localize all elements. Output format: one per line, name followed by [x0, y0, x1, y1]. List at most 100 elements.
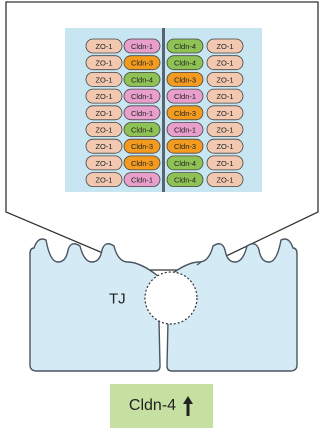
protein-pill-label: Cldn-1: [174, 92, 196, 101]
protein-pill-zo-1: ZO-1: [206, 122, 244, 137]
protein-pill-label: Cldn-3: [174, 75, 196, 84]
protein-pill-zo-1: ZO-1: [206, 72, 244, 87]
paracellular-gap: [162, 28, 165, 192]
protein-pill-shape: [206, 105, 244, 121]
membrane-tick: [196, 261, 202, 266]
protein-pill-label: ZO-1: [216, 92, 233, 101]
protein-pill-zo-1: ZO-1: [206, 172, 244, 188]
protein-pill-label: ZO-1: [216, 159, 233, 168]
protein-pill-zo-1: ZO-1: [206, 88, 244, 104]
protein-pill-cldn-4: Cldn-4: [123, 72, 161, 87]
protein-pill-zo-1: ZO-1: [85, 88, 123, 104]
protein-pill-shape: [166, 38, 204, 54]
protein-pill-shape: [166, 122, 204, 137]
protein-pill-cldn-3: Cldn-3: [123, 55, 161, 71]
protein-pill-label: ZO-1: [216, 59, 233, 68]
protein-pill-shape: [206, 122, 244, 137]
protein-pill-shape: [206, 88, 244, 104]
protein-pill-cldn-1: Cldn-1: [123, 88, 161, 104]
protein-pill-shape: [85, 38, 123, 54]
protein-pill-label: Cldn-1: [131, 42, 153, 51]
protein-pill-label: ZO-1: [216, 126, 233, 135]
protein-pill-shape: [166, 72, 204, 87]
protein-pill-label: ZO-1: [216, 176, 233, 185]
protein-pill-label: Cldn-1: [131, 176, 153, 185]
protein-pill-label: ZO-1: [95, 109, 112, 118]
protein-pill-cldn-4: Cldn-4: [166, 38, 204, 54]
protein-pill-shape: [123, 172, 161, 188]
protein-pill-label: ZO-1: [95, 42, 112, 51]
protein-pill-cldn-1: Cldn-1: [123, 105, 161, 121]
protein-pill-cldn-4: Cldn-4: [166, 55, 204, 71]
up-arrow-icon: [183, 396, 194, 416]
protein-pill-shape: [206, 38, 244, 54]
protein-pill-label: Cldn-1: [174, 126, 196, 135]
protein-pill-label: ZO-1: [95, 176, 112, 185]
protein-pill-shape: [166, 138, 204, 154]
protein-pill-cldn-3: Cldn-3: [166, 72, 204, 87]
protein-pill-shape: [166, 172, 204, 188]
protein-pill-shape: [85, 122, 123, 137]
protein-pill-label: ZO-1: [95, 159, 112, 168]
cldn4-upregulation-box: Cldn-4: [110, 384, 213, 428]
protein-pill-label: ZO-1: [216, 142, 233, 151]
protein-pill-label: Cldn-4: [174, 42, 196, 51]
protein-pill-label: ZO-1: [95, 75, 112, 84]
protein-pill-zo-1: ZO-1: [85, 72, 123, 87]
tj-label: TJ: [109, 291, 126, 308]
protein-pill-label: Cldn-4: [131, 75, 153, 84]
legend-label: Cldn-4: [128, 397, 177, 414]
protein-pill-shape: [123, 88, 161, 104]
protein-pill-zo-1: ZO-1: [85, 172, 123, 188]
protein-pill-shape: [166, 55, 204, 71]
protein-pill-label: ZO-1: [216, 42, 233, 51]
protein-pill-cldn-1: Cldn-1: [123, 38, 161, 54]
protein-pill-label: Cldn-4: [174, 59, 196, 68]
protein-pill-shape: [123, 155, 161, 171]
protein-pill-shape: [206, 138, 244, 154]
protein-pill-shape: [123, 38, 161, 54]
protein-pill-zo-1: ZO-1: [206, 55, 244, 71]
protein-pill-label: ZO-1: [95, 59, 112, 68]
protein-pill-zo-1: ZO-1: [206, 105, 244, 121]
protein-pill-zo-1: ZO-1: [206, 38, 244, 54]
protein-pill-shape: [166, 88, 204, 104]
protein-pill-label: ZO-1: [216, 75, 233, 84]
protein-pill-shape: [85, 172, 123, 188]
protein-pill-zo-1: ZO-1: [85, 105, 123, 121]
protein-pill-cldn-1: Cldn-1: [123, 172, 161, 188]
protein-pill-shape: [123, 72, 161, 87]
protein-pill-zo-1: ZO-1: [85, 55, 123, 71]
protein-pill-shape: [206, 72, 244, 87]
protein-pill-label: Cldn-1: [131, 92, 153, 101]
protein-pill-shape: [206, 172, 244, 188]
protein-pill-shape: [123, 122, 161, 137]
tight-junction-circle: [144, 271, 198, 325]
protein-pill-cldn-1: Cldn-1: [166, 122, 204, 137]
protein-pill-zo-1: ZO-1: [85, 38, 123, 54]
protein-pill-shape: [166, 155, 204, 171]
protein-pill-cldn-1: Cldn-1: [166, 88, 204, 104]
protein-pill-cldn-4: Cldn-4: [166, 155, 204, 171]
protein-pill-shape: [123, 105, 161, 121]
protein-pill-label: ZO-1: [216, 109, 233, 118]
protein-pill-label: Cldn-3: [131, 142, 153, 151]
protein-pill-zo-1: ZO-1: [206, 155, 244, 171]
protein-pill-shape: [85, 138, 123, 154]
protein-pill-zo-1: ZO-1: [85, 138, 123, 154]
protein-pill-label: ZO-1: [95, 92, 112, 101]
right-epithelial-cell: [166, 238, 298, 372]
protein-pill-shape: [85, 88, 123, 104]
protein-pill-shape: [123, 138, 161, 154]
protein-pill-label: Cldn-4: [131, 126, 153, 135]
protein-pill-cldn-3: Cldn-3: [123, 155, 161, 171]
protein-pill-cldn-3: Cldn-3: [123, 138, 161, 154]
protein-pill-shape: [206, 155, 244, 171]
protein-pill-shape: [85, 105, 123, 121]
protein-pill-label: Cldn-4: [174, 159, 196, 168]
strand-proteins: ZO-1ZO-1ZO-1ZO-1ZO-1ZO-1ZO-1ZO-1ZO-1Cldn…: [85, 38, 244, 188]
protein-pill-zo-1: ZO-1: [85, 155, 123, 171]
protein-pill-shape: [85, 72, 123, 87]
